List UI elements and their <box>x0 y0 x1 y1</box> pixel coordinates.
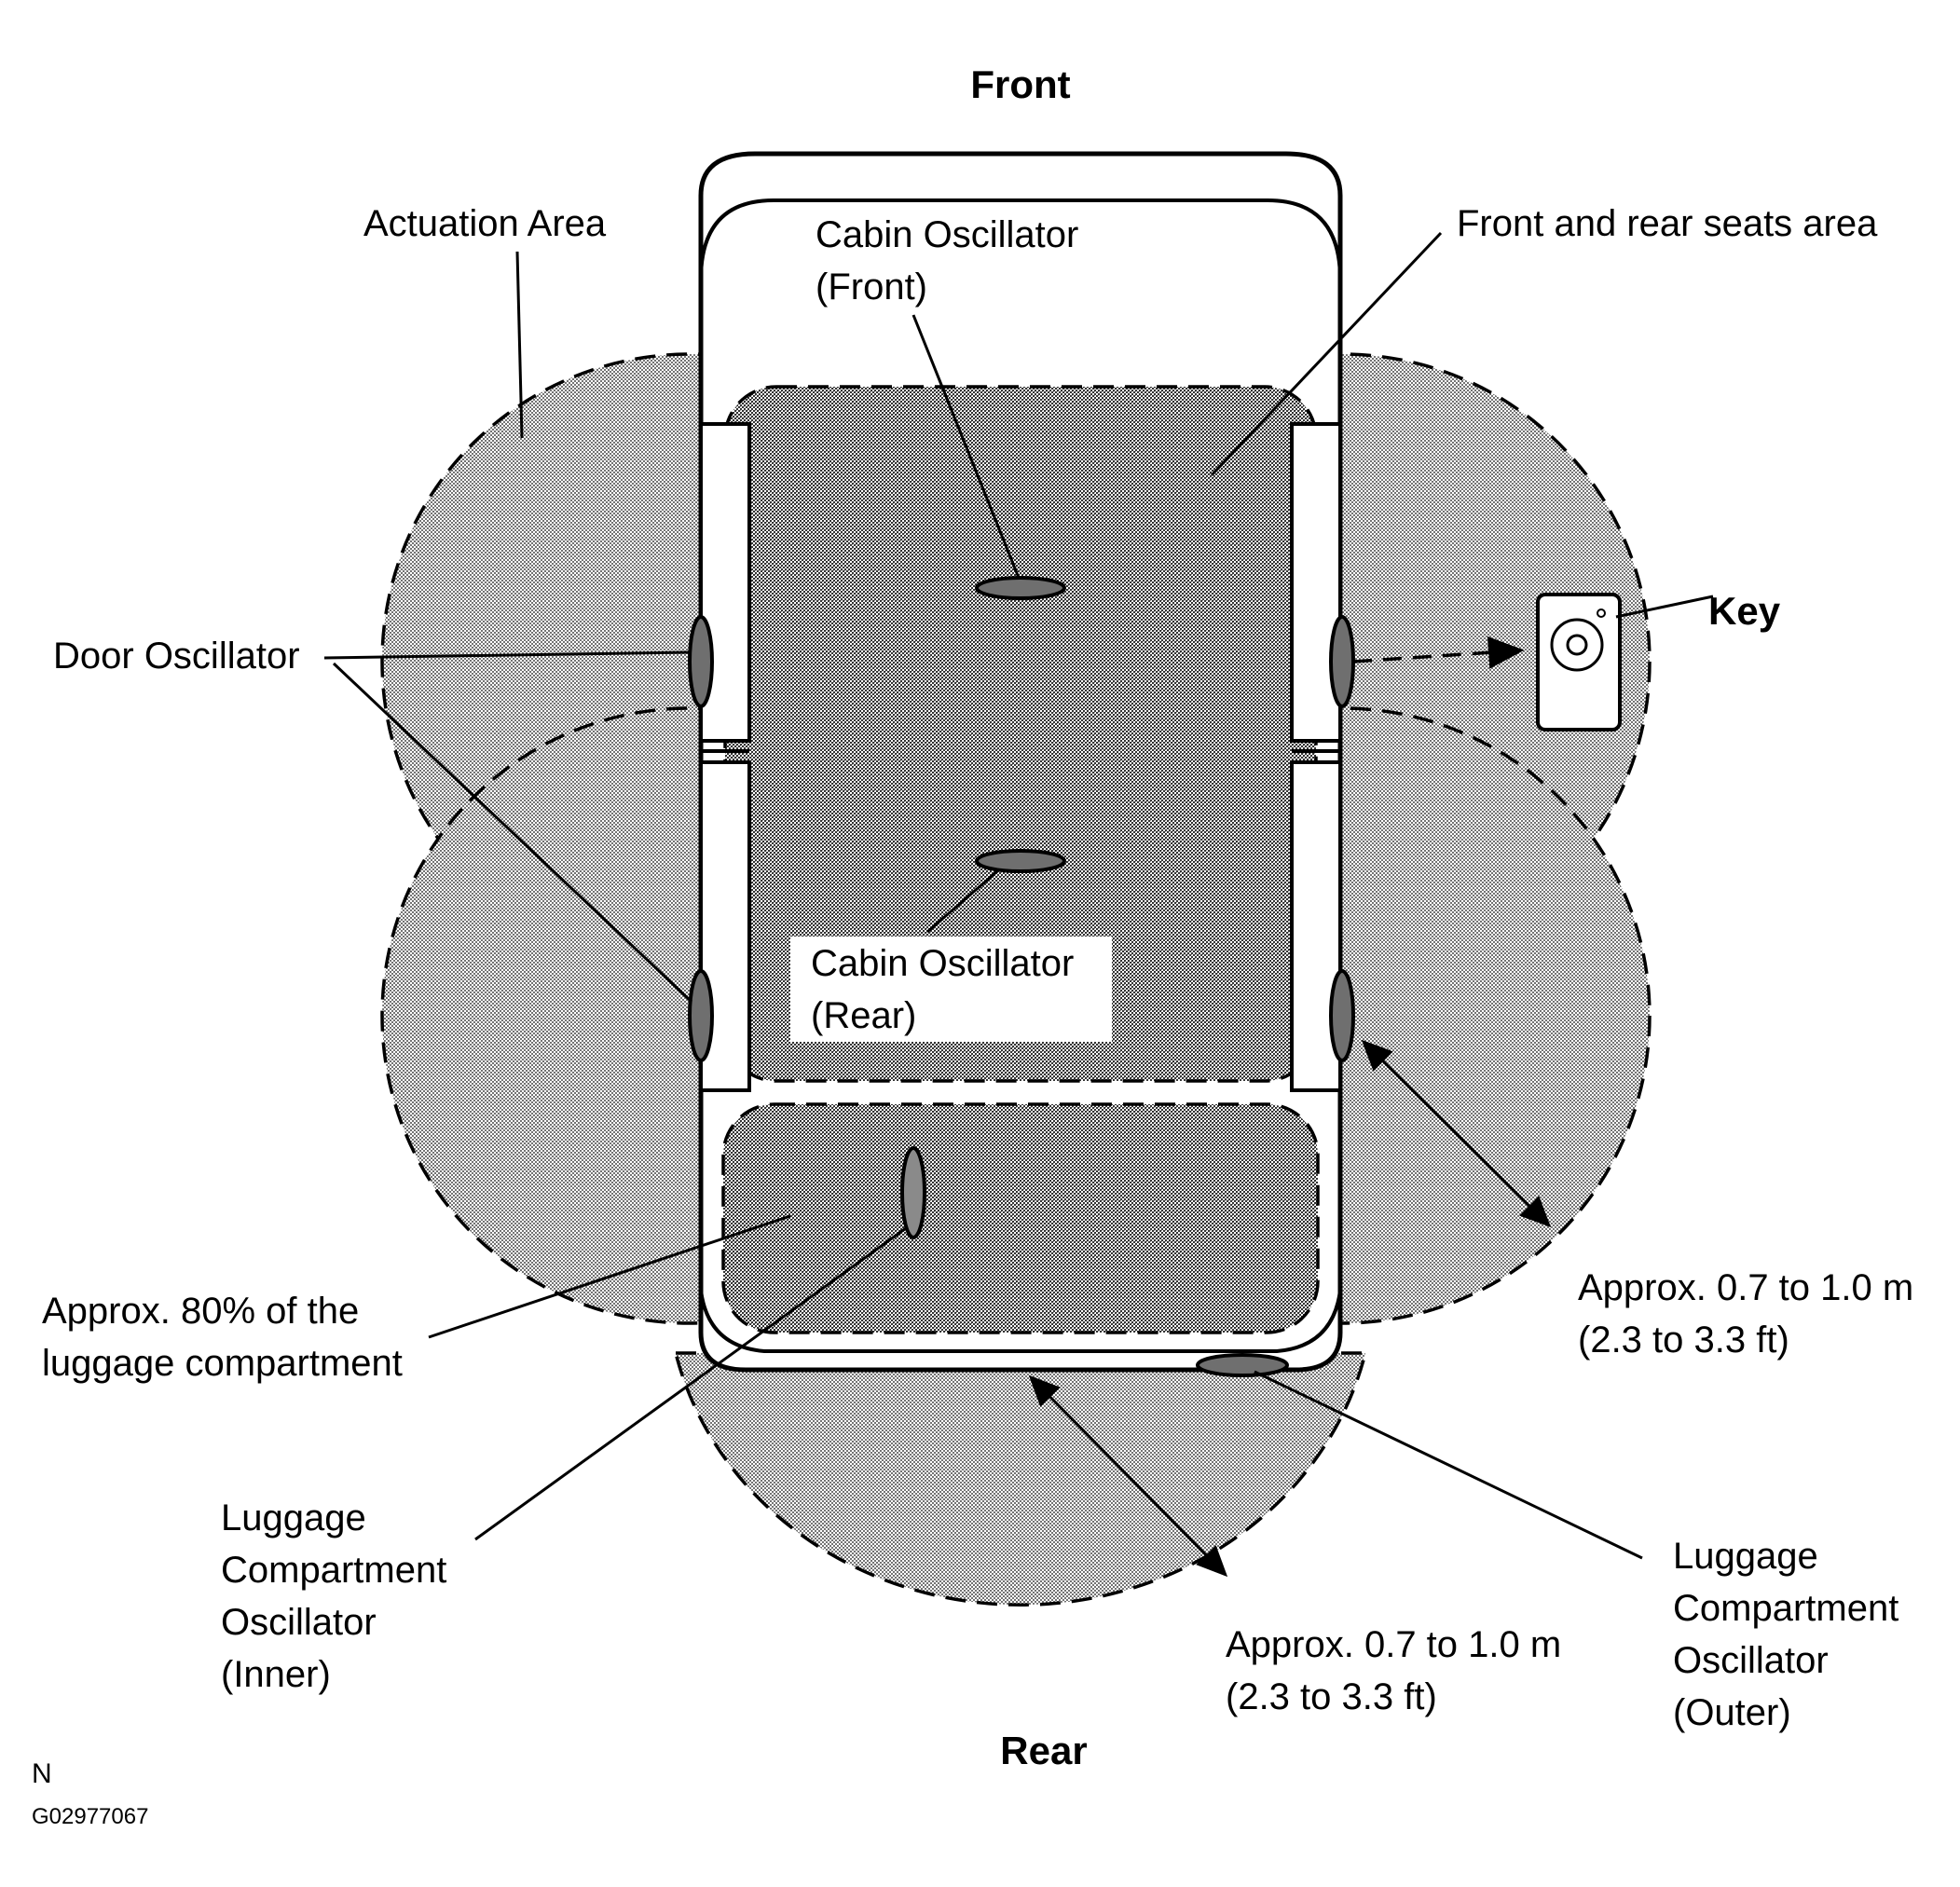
label-luggage-80-1: Approx. 80% of the <box>42 1291 359 1332</box>
label-front-rear-seats-area: Front and rear seats area <box>1457 203 1878 244</box>
label-luggage-80-2: luggage compartment <box>42 1343 403 1384</box>
side-range-arrow <box>1361 1039 1552 1228</box>
label-luggage-outer-3: Oscillator <box>1673 1640 1829 1681</box>
label-cabin-oscillator-rear-2: (Rear) <box>811 995 916 1036</box>
label-figure-id: G02977067 <box>32 1804 148 1829</box>
cabin-oscillator-rear <box>975 849 1066 873</box>
door-oscillator-left-rear <box>688 969 714 1062</box>
label-rear: Rear <box>1000 1729 1087 1772</box>
label-luggage-outer-2: Compartment <box>1673 1588 1898 1629</box>
luggage-compartment-area <box>721 1102 1320 1334</box>
label-cabin-oscillator-front-1: Cabin Oscillator <box>816 214 1078 255</box>
label-north: N <box>32 1758 52 1789</box>
label-actuation-area: Actuation Area <box>363 203 607 244</box>
doors <box>699 422 1342 1092</box>
label-luggage-outer-1: Luggage <box>1673 1536 1818 1577</box>
leader-lines <box>323 231 1714 1560</box>
label-luggage-inner-3: Oscillator <box>221 1602 377 1643</box>
door-oscillator-right-front <box>1329 615 1355 708</box>
label-luggage-inner-2: Compartment <box>221 1550 446 1591</box>
label-door-oscillator: Door Oscillator <box>53 636 300 677</box>
label-cabin-oscillator-front-2: (Front) <box>816 267 927 308</box>
label-key: Key <box>1708 589 1781 633</box>
label-approx-rear-1: Approx. 0.7 to 1.0 m <box>1226 1624 1561 1665</box>
cabin-oscillator-front <box>975 576 1066 600</box>
key-fob <box>1536 593 1622 732</box>
labels: Front Rear Actuation Area Front and rear… <box>32 62 1913 1829</box>
label-luggage-inner-4: (Inner) <box>221 1654 331 1695</box>
label-luggage-outer-4: (Outer) <box>1673 1692 1791 1733</box>
door-oscillator-left-front <box>688 615 714 708</box>
rear-range-arrow <box>1028 1374 1228 1578</box>
key-fob-indicator <box>1597 608 1606 618</box>
luggage-oscillator-inner <box>900 1146 926 1239</box>
label-cabin-oscillator-rear-1: Cabin Oscillator <box>811 943 1074 984</box>
key-fob-button-center <box>1566 634 1588 656</box>
label-luggage-inner-1: Luggage <box>221 1497 366 1538</box>
label-approx-rear-2: (2.3 to 3.3 ft) <box>1226 1676 1437 1717</box>
label-front: Front <box>970 62 1070 106</box>
label-approx-side-2: (2.3 to 3.3 ft) <box>1578 1320 1789 1361</box>
zone-rear-luggage <box>673 1351 1368 1607</box>
label-approx-side-1: Approx. 0.7 to 1.0 m <box>1578 1267 1913 1308</box>
oscillators <box>688 576 1355 1377</box>
cabin-rear-label-box <box>790 937 1112 1042</box>
luggage-oscillator-outer <box>1196 1353 1289 1377</box>
door-oscillator-right-rear <box>1329 969 1355 1062</box>
